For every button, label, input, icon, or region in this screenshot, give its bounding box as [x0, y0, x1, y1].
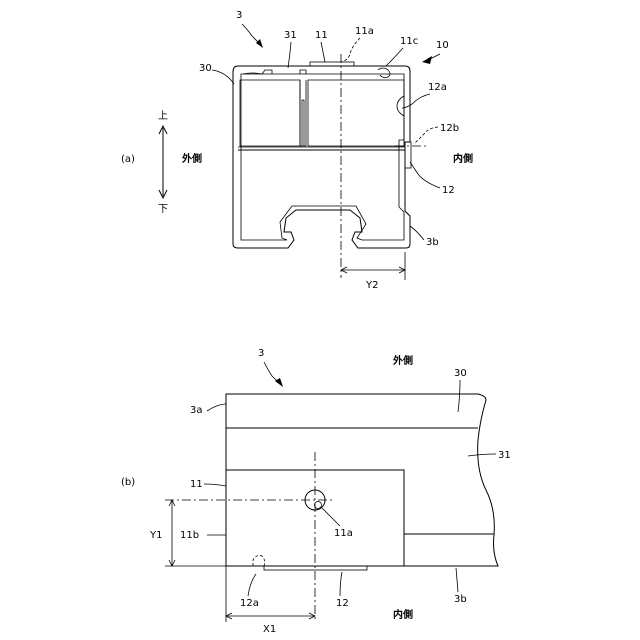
dim-x1-label: X1	[263, 624, 276, 635]
figure-a: (a) 上 下 外側 内側	[121, 10, 473, 291]
dim-y1-label: Y1	[149, 530, 162, 541]
rail-side-view	[226, 394, 498, 570]
outer-side-label-a: 外側	[181, 152, 202, 165]
ref-31-b: 31	[498, 450, 511, 461]
ref-3a: 3a	[190, 405, 203, 416]
ref-12b: 12b	[440, 123, 459, 134]
ref-12-a: 12	[442, 185, 455, 196]
up-label: 上	[158, 110, 168, 122]
ref-11c: 11c	[400, 36, 418, 47]
ref-11-a: 11	[315, 30, 328, 41]
ref-3b-b: 3b	[454, 594, 467, 605]
rail-profile	[233, 62, 411, 248]
panel-a-label: (a)	[121, 154, 135, 165]
figure-b: (b) 3 外側 Y1	[121, 348, 511, 635]
panel-b-label: (b)	[121, 477, 135, 488]
up-down-arrow-icon	[159, 126, 167, 198]
outer-side-label-b: 外側	[392, 354, 413, 367]
ref-30-a: 30	[199, 63, 212, 74]
ref-12a-b: 12a	[240, 598, 259, 609]
down-label: 下	[158, 204, 168, 215]
ref-11a-b: 11a	[334, 528, 353, 539]
ref-11a-a: 11a	[355, 26, 374, 37]
inner-side-label-b: 内側	[393, 608, 413, 621]
ref-30-b: 30	[454, 368, 467, 379]
ref-12a-a: 12a	[428, 82, 447, 93]
dim-y2-label: Y2	[365, 280, 378, 291]
ref-12-b: 12	[336, 598, 349, 609]
ref-11b: 11b	[180, 530, 199, 541]
inner-side-label-a: 内側	[453, 152, 473, 165]
ref-3-a: 3	[236, 10, 242, 21]
ref-3b-a: 3b	[426, 237, 439, 248]
ref-11-b: 11	[190, 479, 203, 490]
ref-3-b: 3	[258, 348, 264, 359]
ref-31-a: 31	[284, 30, 297, 41]
ref-10: 10	[436, 40, 449, 51]
